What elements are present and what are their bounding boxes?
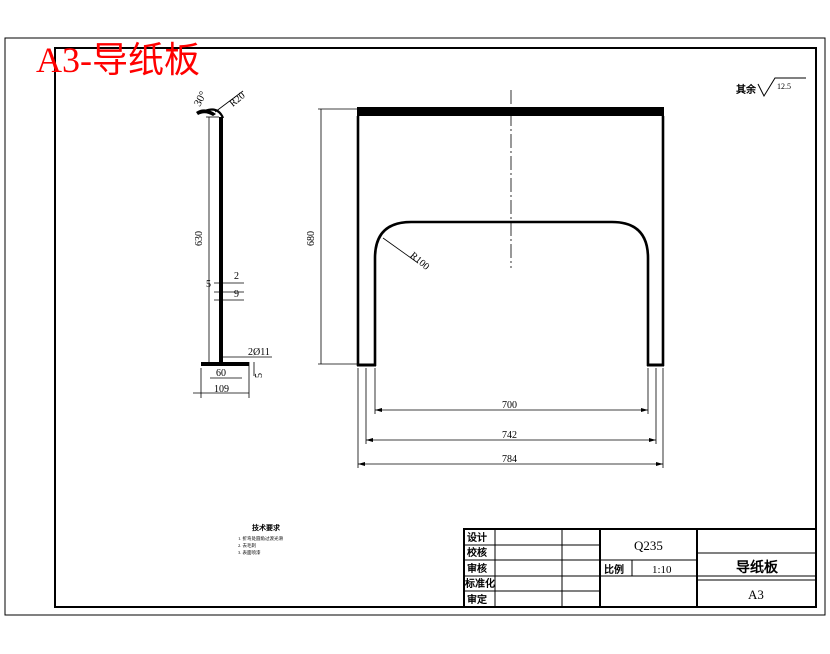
front-arch-cutout [373, 220, 650, 366]
tb-material: Q235 [634, 538, 663, 553]
side-dim-109: 109 [214, 384, 229, 395]
title-block: 设计 校核 审核 标准化 审定 Q235 比例 1:10 导纸板 A3 [463, 528, 817, 608]
side-foot [201, 362, 249, 366]
tb-row-label: 校核 [467, 546, 487, 559]
roughness-icon [757, 77, 806, 98]
tb-row-label: 标准化 [464, 577, 495, 590]
side-radius-leader [214, 90, 244, 113]
tb-part-name: 导纸板 [736, 559, 779, 576]
side-hole-label: 2Ø11 [248, 347, 270, 358]
tb-row-label: 审定 [467, 593, 487, 606]
tech-notes-title: 技术要求 [252, 523, 281, 532]
tb-sheet-size: A3 [748, 587, 764, 602]
side-top-lip [196, 109, 216, 116]
side-dim-60: 60 [216, 368, 226, 379]
side-view: 30° R20 630 2 5 9 2Ø11 60 5 109 [192, 89, 272, 398]
front-radius-label: R100 [408, 250, 432, 272]
side-plate [219, 117, 223, 366]
side-dim-5b: 5 [254, 373, 265, 378]
front-width-742: 742 [502, 430, 517, 441]
surface-finish-symbol: 其余 12.5 [736, 77, 806, 98]
tech-note-line: 2. 去毛刺 [238, 542, 256, 549]
front-width-700: 700 [502, 400, 517, 411]
tb-row-label: 审核 [467, 562, 487, 575]
tech-note-line: 1. 折弯处圆角过渡光滑 [238, 535, 283, 542]
drawing-title-overlay: A3-导纸板 [36, 40, 200, 80]
side-radius-label: R20 [228, 90, 248, 109]
tb-scale-value: 1:10 [652, 564, 672, 576]
tech-notes: 技术要求 1. 折弯处圆角过渡光滑 2. 去毛刺 3. 表面喷漆 [238, 523, 283, 556]
surface-finish-prefix: 其余 [736, 83, 757, 96]
tb-scale-label: 比例 [604, 563, 624, 576]
side-dim-2: 2 [234, 271, 239, 282]
front-radius-leader [382, 237, 419, 264]
front-height-label: 680 [306, 231, 317, 246]
front-view: R100 680 700 742 784 [306, 90, 665, 468]
drawing-frame [54, 47, 817, 608]
front-top-bar [357, 107, 664, 116]
side-angle-label: 30° [192, 89, 210, 108]
side-dim-5a: 5 [206, 279, 211, 290]
side-height-label: 630 [194, 231, 205, 246]
surface-finish-value: 12.5 [777, 82, 791, 91]
outer-border [4, 37, 826, 616]
side-dim-9: 9 [234, 289, 239, 300]
front-width-784: 784 [502, 454, 517, 465]
tech-note-line: 3. 表面喷漆 [238, 549, 261, 556]
tb-row-label: 设计 [467, 531, 487, 544]
title-block-frame [463, 528, 817, 608]
